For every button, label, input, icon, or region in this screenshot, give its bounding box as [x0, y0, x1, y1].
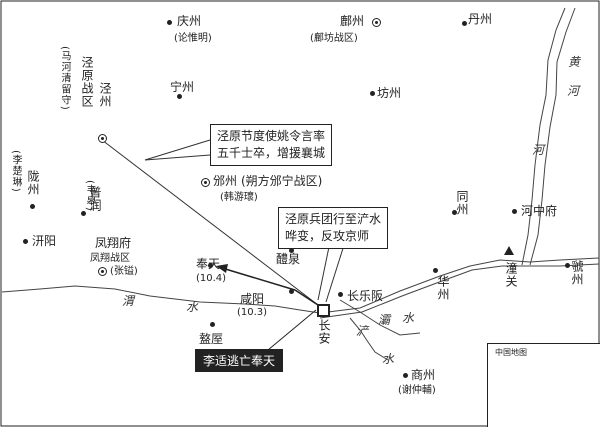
label-jingzhou: 泾州 [98, 82, 112, 108]
label-jingzhou-zone: 泾原战区 [80, 56, 94, 108]
label-puyun: 普润 [88, 186, 102, 212]
label-binzhou-sub: (韩游瓌) [220, 192, 258, 203]
label-shangzhou-sub: (谢仲輔) [398, 385, 436, 396]
label-fengxiang-sub: (张镒) [110, 266, 138, 277]
fengxiang-marker [98, 267, 107, 276]
label-fuzhou: 鄜州 [340, 14, 365, 28]
chan-river-line [349, 317, 389, 361]
callout-mutiny-line2: 哗变，反攻京师 [285, 229, 370, 243]
river-label-chan: 浐 [356, 324, 369, 338]
wei-river-line [1, 285, 321, 314]
yellow-river-line [521, 7, 566, 266]
troop-route-line [101, 139, 323, 309]
ba-river-line [339, 299, 421, 336]
flight-route-line [221, 267, 296, 291]
danzhou-dot [462, 21, 467, 26]
note-wei: (韦皋) [84, 180, 95, 212]
callout-jingyuan-reinforce: 泾原节度使姚令言率 五千士卒，增援襄城 [210, 124, 333, 166]
label-tongzhou: 同州 [455, 190, 469, 216]
label-longzhou: 陇州 [26, 170, 40, 196]
ningzhou-dot [177, 94, 182, 99]
note-ma: (马河清留守) [59, 46, 70, 111]
flight-arrow-head [216, 264, 228, 273]
zhouzhi-dot [210, 322, 215, 327]
huazhou-dot [433, 268, 438, 273]
label-tongguan: 潼关 [504, 262, 518, 288]
tongguan-marker [504, 246, 514, 255]
label-qingzhou: 庆州 [177, 14, 202, 28]
label-fengtian-date: (10.4) [196, 273, 227, 284]
liquan-dot [289, 248, 294, 253]
longzhou-dot [30, 204, 35, 209]
river-label-wei: 渭 [122, 294, 135, 308]
jingzhou-marker [98, 134, 107, 143]
label-fengtian: 奉天 [196, 257, 221, 271]
tongzhou-dot [452, 210, 457, 215]
label-fangzhou: 坊州 [377, 86, 402, 100]
callout-mutiny: 泾原兵团行至浐水 哗变，反攻京师 [278, 207, 389, 249]
label-guozhou: 虢州 [570, 260, 584, 286]
hezhong-dot [512, 209, 517, 214]
label-fengxiang: 凤翔府 [95, 236, 132, 250]
label-qingzhou-sub: (论惟明) [174, 33, 212, 44]
changlepo-dot [338, 292, 343, 297]
label-binzhou-zone: (朔方邠宁战区) [241, 174, 323, 188]
qingzhou-dot [167, 20, 172, 25]
fengtian-dot [208, 263, 213, 268]
label-fengxiang-zone: 凤翔战区 [90, 253, 130, 264]
label-xianyang: 咸阳 [240, 292, 265, 306]
shangzhou-dot [403, 373, 408, 378]
fuzhou-marker [372, 18, 381, 27]
river-label-ba: 灞 [378, 313, 391, 327]
label-danzhou: 丹州 [468, 12, 493, 26]
changan-marker [317, 304, 330, 317]
label-ningzhou: 宁州 [170, 80, 195, 94]
label-changan: 长安 [317, 319, 331, 345]
callout-emperor-flight: 李适逃亡奉天 [195, 349, 284, 372]
river-label-huang: 黄 [568, 55, 581, 69]
label-liquan: 醴泉 [276, 252, 301, 266]
river-label-ba-shui: 水 [402, 311, 415, 325]
label-zhouzhi: 盩厔 [199, 332, 224, 346]
callout-jingyuan-line2: 五千士卒，增援襄城 [217, 146, 326, 160]
label-huazhou: 华州 [436, 275, 450, 301]
note-li: (李楚琳) [10, 150, 21, 193]
label-hezhong: 河中府 [521, 204, 558, 218]
label-shangzhou: 商州 [411, 368, 436, 382]
label-xianyang-date: (10.3) [237, 307, 268, 318]
label-changlepo: 长乐阪 [347, 289, 384, 303]
callout-mutiny-line1: 泾原兵团行至浐水 [285, 212, 382, 226]
river-label-chan-shui: 水 [382, 352, 395, 366]
xianyang-dot [289, 289, 294, 294]
inset-china-map: 中国地图 [487, 343, 600, 427]
puyun-dot [81, 211, 86, 216]
inset-title: 中国地图 [495, 348, 527, 357]
river-label-he: 河 [567, 84, 580, 98]
callout-jingyuan-line1: 泾原节度使姚令言率 [217, 129, 326, 143]
qianyang-dot [23, 239, 28, 244]
river-label-he2: 河 [532, 143, 545, 157]
binzhou-marker [201, 178, 210, 187]
label-binzhou: 邠州 [213, 174, 238, 188]
label-fuzhou-sub: (鄜坊战区) [310, 33, 358, 44]
label-qianyang: 汧阳 [32, 234, 57, 248]
river-label-wei-shui: 水 [186, 300, 199, 314]
fangzhou-dot [370, 91, 375, 96]
guozhou-dot [565, 263, 570, 268]
